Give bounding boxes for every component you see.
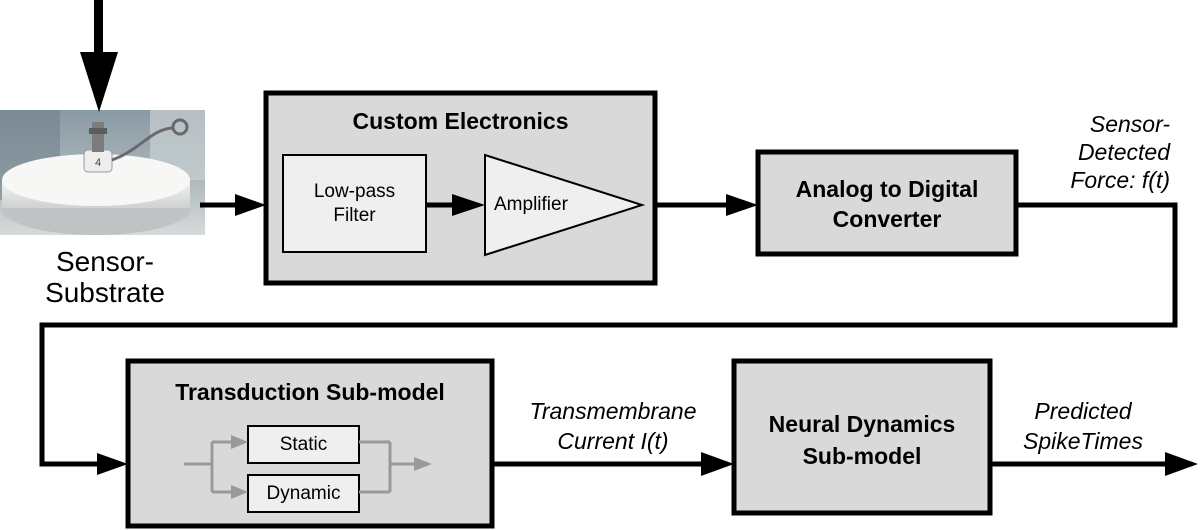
dynamic-label: Dynamic — [266, 483, 341, 504]
neural-label-line2: Sub-model — [802, 443, 922, 469]
force-label-line2: Detected — [1077, 139, 1170, 165]
dynamic-box — [247, 474, 360, 513]
force-label-line3: Force: f(t) — [1070, 167, 1170, 193]
sensor-to-electronics-arrow — [200, 194, 266, 216]
neural-dynamics-label: Neural Dynamics Sub-model — [734, 408, 990, 472]
custom-electronics-title: Custom Electronics — [352, 108, 569, 134]
photo-marker-label: 4 — [95, 157, 101, 169]
output-spike-arrow — [990, 452, 1198, 476]
low-pass-filter-label: Low-pass Filter — [283, 180, 426, 228]
current-signal-label: Transmembrane Current I(t) — [498, 396, 728, 456]
filter-to-amplifier-arrow — [426, 194, 485, 216]
adc-label-line2: Converter — [832, 206, 942, 232]
sensor-substrate-label: Sensor- Substrate — [20, 246, 190, 309]
output-label-line1: Predicted — [1034, 398, 1132, 424]
sensor-label-line2: Substrate — [45, 277, 165, 309]
sensor-substrate-photo: 4 — [0, 110, 205, 235]
adc-label-line1: Analog to Digital — [795, 176, 979, 202]
filter-label-line1: Low-pass — [313, 181, 396, 202]
transduction-internal-arrows — [184, 435, 432, 499]
neural-dynamics-box — [731, 358, 993, 516]
predicted-spike-times-label: Predicted SpikeTimes — [998, 396, 1168, 456]
transduction-title: Transduction Sub-model — [175, 379, 445, 405]
force-signal-label: Sensor- Detected Force: f(t) — [1020, 110, 1170, 194]
neural-label-line1: Neural Dynamics — [768, 411, 956, 437]
amplifier-label: Amplifier — [494, 194, 568, 215]
transduction-to-neural-arrow — [492, 452, 734, 476]
adc-box — [755, 149, 1019, 257]
force-label-line1: Sensor- — [1089, 111, 1170, 137]
adc-to-transduction-arrow — [39, 202, 1178, 475]
static-label: Static — [279, 434, 328, 455]
filter-label-line2: Filter — [333, 205, 376, 226]
static-box — [247, 425, 360, 464]
current-label-line1: Transmembrane — [529, 398, 697, 424]
current-label-line2: Current I(t) — [557, 428, 669, 454]
output-label-line2: SpikeTimes — [1023, 428, 1143, 454]
sensor-label-line1: Sensor- — [55, 246, 155, 277]
electronics-to-adc-arrow — [655, 194, 758, 216]
adc-label: Analog to Digital Converter — [758, 174, 1016, 234]
down-arrow-icon — [80, 0, 118, 112]
low-pass-filter-box — [282, 154, 427, 253]
